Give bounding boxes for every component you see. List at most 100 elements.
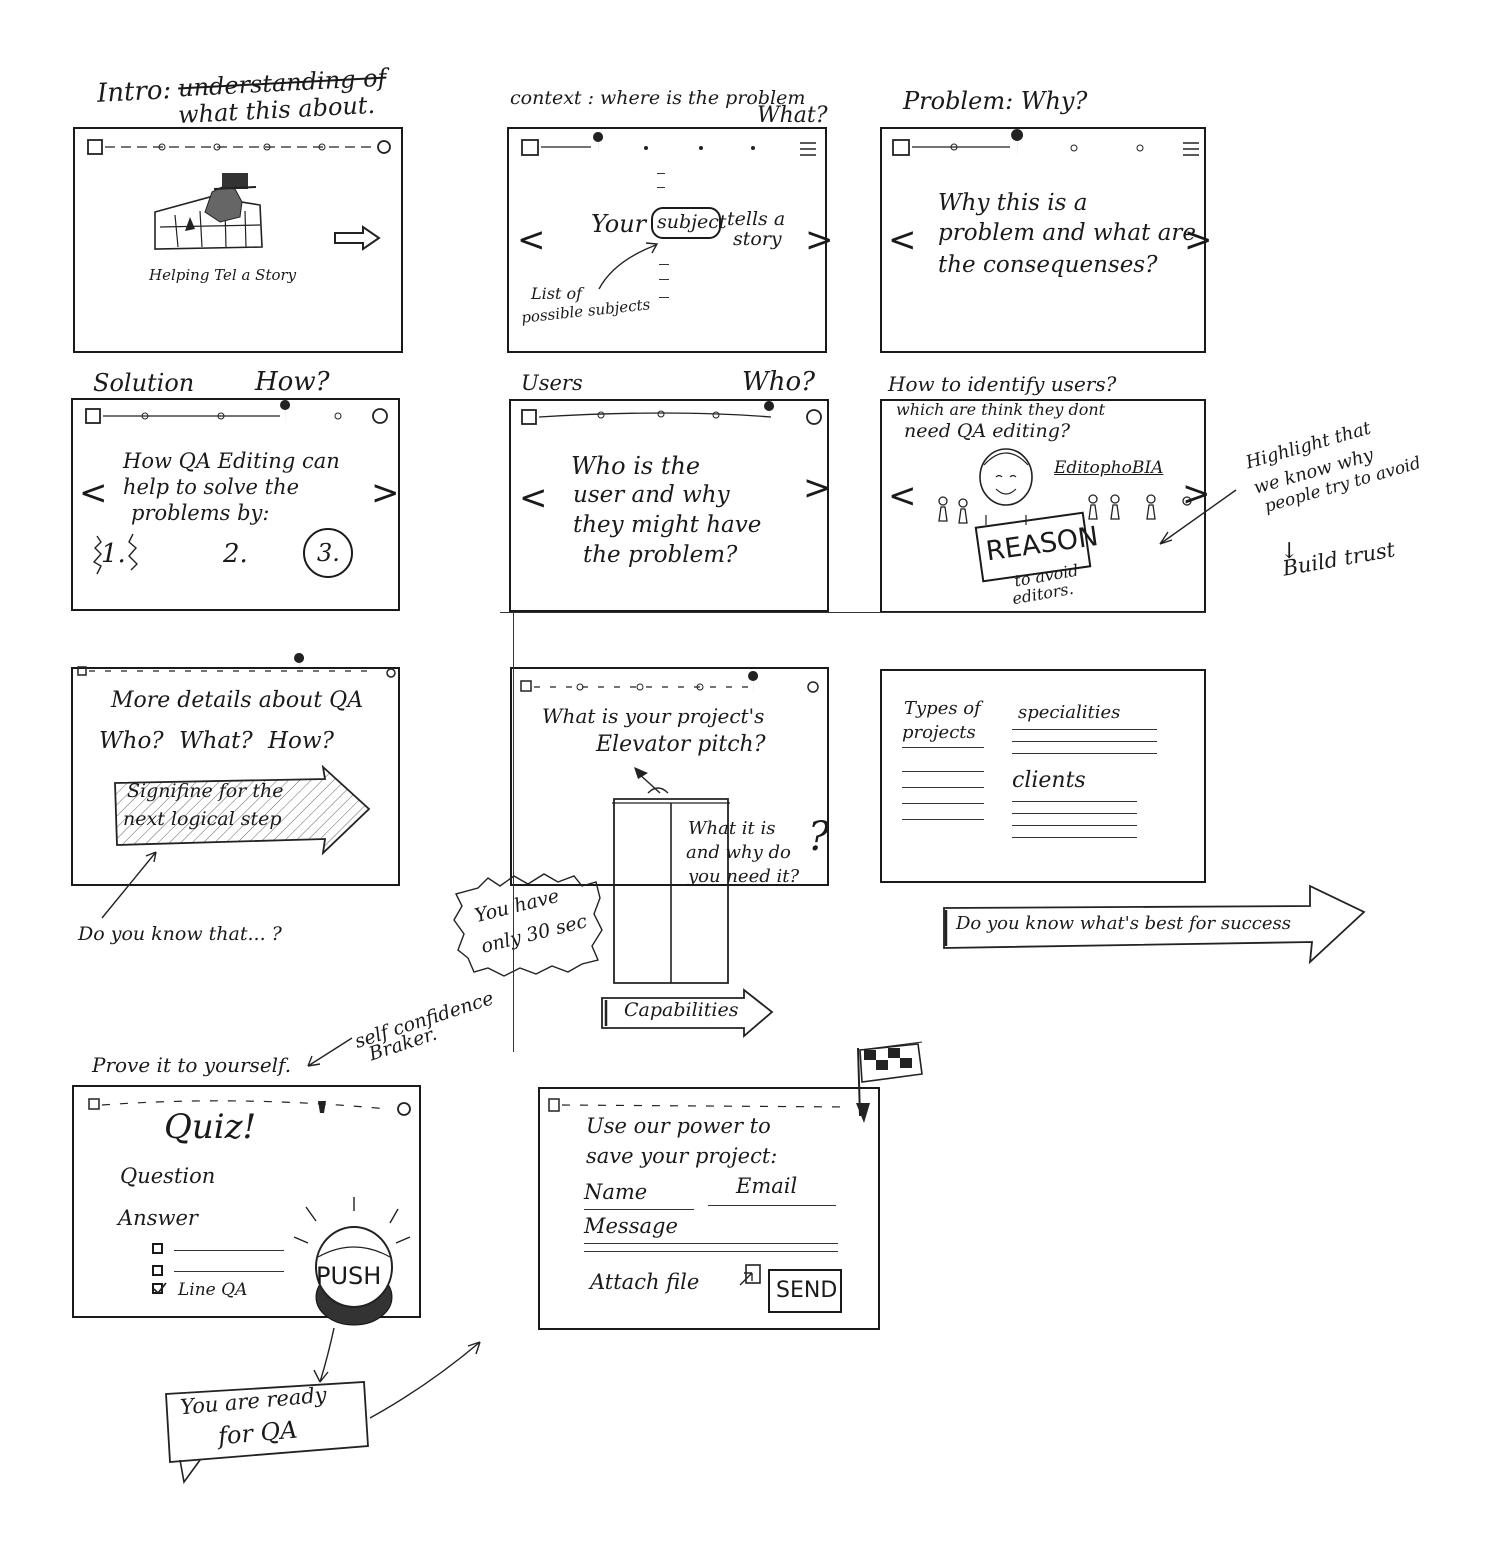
elevator-inside-line3: you need it? — [688, 866, 800, 887]
details-frame: More details about QA Who? What? How? Si… — [71, 653, 400, 886]
time-burst — [453, 873, 603, 977]
attach-file-icon[interactable] — [738, 1263, 764, 1289]
prev-arrow-icon[interactable]: < — [517, 220, 546, 260]
elevator-qmark: ? — [808, 814, 830, 860]
next-arrow-icon[interactable]: > — [803, 468, 832, 508]
solution-step-2: 2. — [223, 539, 248, 569]
context-tells-a: tells a — [727, 208, 786, 230]
burst-icon — [92, 533, 138, 575]
next-arrow-icon[interactable] — [333, 225, 383, 251]
contact-attach[interactable]: Attach file — [590, 1270, 700, 1294]
identify-frame: which are think they dont need QA editin… — [880, 399, 1211, 613]
progress-bar — [521, 132, 755, 157]
progress-bar — [77, 653, 396, 679]
solution-body-line3: problems by: — [131, 501, 270, 525]
quiz-push[interactable]: PUSH — [316, 1262, 382, 1290]
contact-send[interactable]: SEND — [776, 1278, 838, 1303]
answer-checkbox-3[interactable] — [152, 1282, 167, 1295]
users-body-line4: the problem? — [583, 542, 738, 568]
solution-frame: < > How QA Editing can help to solve the… — [71, 398, 400, 611]
types-arrow[interactable]: Do you know what's best for success — [956, 913, 1291, 934]
quiz-question: Question — [120, 1164, 216, 1188]
prev-arrow-icon[interactable]: < — [519, 478, 548, 518]
progress-bar — [85, 400, 388, 426]
finish-flag-icon — [857, 1041, 923, 1117]
details-heading: More details about QA — [111, 688, 364, 713]
contact-name: Name — [584, 1180, 648, 1204]
intro-frame: Helping Tel a Story — [73, 127, 403, 353]
intro-caption: Helping Tel a Story — [149, 266, 297, 284]
elevator-heading-line2: Elevator pitch? — [596, 732, 766, 757]
elevator-doors-icon — [612, 767, 730, 984]
annotation-arrow-icon — [369, 1341, 481, 1419]
problem-body-line2: problem and what are — [938, 220, 1197, 246]
context-story: story — [733, 228, 782, 250]
next-step-arrow[interactable] — [111, 764, 373, 857]
details-arrow-line2: next logical step — [123, 808, 282, 830]
contact-email: Email — [736, 1174, 798, 1198]
contact-body-line1: Use our power to — [586, 1114, 771, 1138]
contact-frame: Use our power to save your project: Name… — [538, 1087, 880, 1330]
next-arrow-icon[interactable]: > — [805, 220, 834, 260]
types-col2: specialities — [1018, 702, 1121, 723]
quiz-frame: Quiz! Question Answer Line QA PUSH — [72, 1085, 421, 1326]
answer-checkbox-1[interactable] — [152, 1243, 163, 1254]
message-field[interactable] — [584, 1243, 838, 1244]
progress-bar — [520, 671, 819, 695]
annotation-arrow-icon — [1159, 489, 1237, 545]
progress-bar — [88, 1098, 411, 1116]
elevator-button[interactable]: Capabilities — [624, 999, 739, 1021]
identify-subheading-line2: need QA editing? — [904, 420, 1071, 442]
next-arrow-icon[interactable]: > — [1184, 220, 1213, 260]
menu-icon[interactable] — [1182, 141, 1200, 157]
users-body-line1: Who is the — [571, 452, 701, 480]
prev-arrow-icon[interactable]: < — [888, 220, 917, 260]
details-questions: Who? What? How? — [99, 728, 334, 754]
quiz-heading: Prove it to yourself. — [92, 1053, 292, 1077]
users-heading-who: Who? — [742, 367, 816, 397]
capabilities-button[interactable] — [598, 988, 776, 1040]
people-icons — [938, 494, 1192, 524]
problem-body-line1: Why this is a — [938, 190, 1088, 216]
problem-frame: < > Why this is a problem and what are t… — [880, 127, 1213, 353]
solution-body-line2: help to solve the — [123, 475, 300, 499]
identify-reason: REASON — [984, 520, 1101, 568]
users-body-line2: user and why — [573, 482, 730, 508]
users-heading: Users — [521, 371, 583, 395]
menu-icon[interactable] — [799, 141, 817, 157]
problem-body-line3: the consequenses? — [938, 252, 1158, 278]
success-arrow[interactable] — [940, 882, 1368, 966]
annotation-arrow-icon — [307, 1037, 353, 1067]
progress-bar — [548, 1098, 870, 1123]
details-arrow-line1: Signifine for the — [127, 780, 284, 802]
push-button-icon[interactable] — [293, 1197, 414, 1337]
solution-heading-how: How? — [255, 367, 330, 397]
send-button[interactable]: SEND — [768, 1269, 842, 1313]
elevator-frame: What is your project's Elevator pitch? W… — [510, 667, 830, 984]
email-field[interactable] — [708, 1205, 836, 1206]
elevator-heading-line1: What is your project's — [542, 704, 765, 728]
elevator-inside-line2: and why do — [686, 842, 791, 863]
contact-message: Message — [584, 1214, 678, 1238]
contact-body-line2: save your project: — [586, 1144, 778, 1168]
identify-subheading-line1: which are think they dont — [896, 400, 1106, 419]
next-arrow-icon[interactable]: > — [371, 473, 400, 513]
prev-arrow-icon[interactable]: < — [888, 476, 917, 516]
types-col1-line2: projects — [902, 722, 976, 743]
problem-heading: Problem: Why? — [903, 87, 1088, 115]
prev-arrow-icon[interactable]: < — [79, 473, 108, 513]
column-divider — [513, 612, 514, 1052]
types-col3: clients — [1012, 768, 1086, 793]
intro-heading-line1: Intro: — [96, 75, 173, 109]
name-field[interactable] — [584, 1209, 694, 1210]
subject-bubble: subject — [651, 207, 727, 239]
answer-checkbox-2[interactable] — [152, 1265, 163, 1276]
solution-heading: Solution — [93, 369, 195, 397]
elevator-inside-line1: What it is — [688, 818, 776, 839]
solution-step-1: 1. — [101, 539, 126, 569]
types-col1-line1: Types of — [904, 698, 981, 719]
users-body-line3: they might have — [573, 512, 762, 538]
progress-bar — [892, 129, 1144, 159]
annotation-arrow-icon — [313, 1327, 335, 1383]
quiz-answer: Answer — [118, 1206, 198, 1230]
